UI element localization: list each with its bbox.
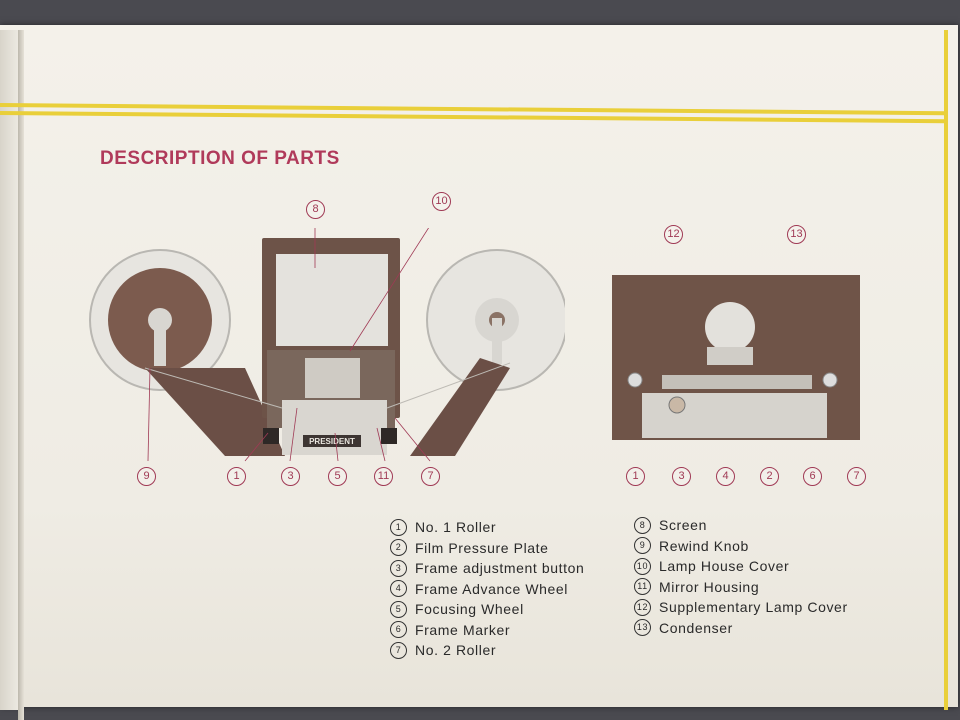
book-gutter xyxy=(18,30,24,720)
legend-item: 5 Focusing Wheel xyxy=(390,599,584,620)
legend-number: 4 xyxy=(390,580,407,598)
legend-label: Frame Advance Wheel xyxy=(415,580,569,597)
legend-label: Lamp House Cover xyxy=(659,558,790,575)
callout-10: 10 xyxy=(432,192,451,211)
condenser xyxy=(707,347,753,365)
lamp-grille xyxy=(305,358,360,398)
legend-item: 6 Frame Marker xyxy=(390,620,584,641)
left-arm xyxy=(145,368,285,456)
lamp-cover xyxy=(705,302,755,352)
legend-number: 12 xyxy=(634,598,651,616)
legend-number: 8 xyxy=(634,516,651,534)
legend-item: 12 Supplementary Lamp Cover xyxy=(634,597,848,618)
legend-item: 9 Rewind Knob xyxy=(634,536,848,557)
callout-12: 12 xyxy=(664,225,683,244)
legend-label: Film Pressure Plate xyxy=(415,539,549,556)
legend-label: Mirror Housing xyxy=(659,578,760,595)
callout-5: 5 xyxy=(328,467,347,486)
right-arm xyxy=(410,358,510,456)
legend-label: Condenser xyxy=(659,619,733,636)
legend-number: 7 xyxy=(390,641,407,659)
legend-label: Frame adjustment button xyxy=(415,560,585,577)
callout-1: 1 xyxy=(626,467,645,486)
legend-item: 1 No. 1 Roller xyxy=(390,517,584,538)
right-reel xyxy=(426,249,565,391)
left-page-edge xyxy=(0,30,18,710)
callout-11: 11 xyxy=(374,467,393,486)
left-reel xyxy=(89,249,231,391)
callout-13: 13 xyxy=(787,225,806,244)
legend-item: 3 Frame adjustment button xyxy=(390,558,584,579)
legend-label: No. 1 Roller xyxy=(415,519,497,536)
callout-7: 7 xyxy=(847,467,866,486)
callout-3: 3 xyxy=(672,467,691,486)
legend-item: 8 Screen xyxy=(634,515,848,536)
legend-item: 11 Mirror Housing xyxy=(634,577,848,598)
callout-9: 9 xyxy=(137,467,156,486)
callout-2: 2 xyxy=(760,467,779,486)
callout-3: 3 xyxy=(281,467,300,486)
callout-6: 6 xyxy=(803,467,822,486)
viewer-front-illustration: PRESIDENT xyxy=(89,228,565,462)
legend-number: 10 xyxy=(634,557,651,575)
legend-item: 13 Condenser xyxy=(634,618,848,639)
legend-item: 10 Lamp House Cover xyxy=(634,556,848,577)
callout-7: 7 xyxy=(421,467,440,486)
legend-label: Focusing Wheel xyxy=(415,601,524,618)
legend-label: No. 2 Roller xyxy=(415,642,497,659)
legend-number: 3 xyxy=(390,559,407,577)
legend-number: 5 xyxy=(390,600,407,618)
legend-label: Supplementary Lamp Cover xyxy=(659,599,848,616)
callout-8: 8 xyxy=(306,200,325,219)
screen-area xyxy=(276,254,388,346)
legend-item: 7 No. 2 Roller xyxy=(390,640,584,661)
brand-plate xyxy=(303,435,361,447)
detail-base xyxy=(642,393,827,438)
legend-label: Screen xyxy=(659,517,707,534)
legend-number: 6 xyxy=(390,621,407,639)
callout-4: 4 xyxy=(716,467,735,486)
legend-label: Rewind Knob xyxy=(659,537,749,554)
legend-number: 9 xyxy=(634,537,651,555)
legend-number: 13 xyxy=(634,619,651,637)
legend-number: 1 xyxy=(390,518,407,536)
legend-number: 11 xyxy=(634,578,651,596)
callout-1: 1 xyxy=(227,467,246,486)
legend-label: Frame Marker xyxy=(415,621,511,638)
legend-item: 2 Film Pressure Plate xyxy=(390,538,584,559)
brand-plate-label: PRESIDENT xyxy=(309,437,355,446)
legend-number: 2 xyxy=(390,539,407,557)
viewer-detail-illustration xyxy=(612,275,860,440)
section-title: DESCRIPTION OF PARTS xyxy=(100,148,340,169)
right-edge-stripe xyxy=(944,30,948,710)
legend-item: 4 Frame Advance Wheel xyxy=(390,579,584,600)
